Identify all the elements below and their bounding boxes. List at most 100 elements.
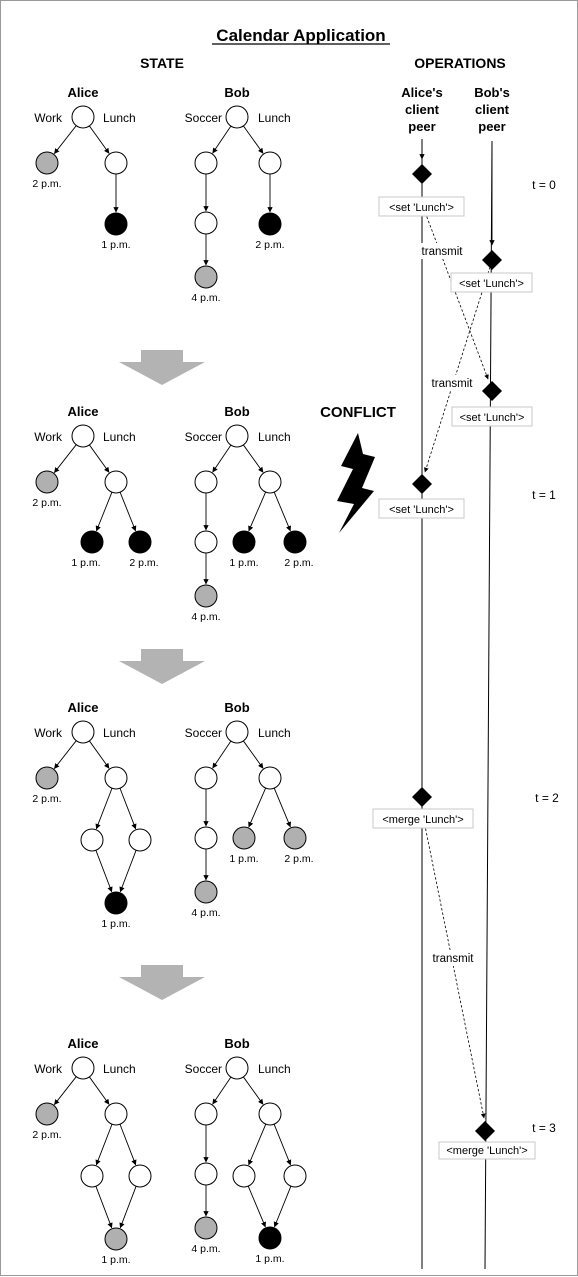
bob-root-node bbox=[225, 1056, 249, 1080]
tree-edge bbox=[54, 125, 77, 154]
operation-diamond bbox=[475, 1121, 495, 1141]
tree-edge bbox=[95, 492, 113, 532]
bob-lunch-leaf bbox=[258, 1226, 282, 1250]
bob-soccer-node bbox=[194, 151, 218, 175]
tree-edge bbox=[248, 491, 267, 532]
bob-lunch-branch-node bbox=[232, 1164, 256, 1188]
alice-work-label: Work bbox=[34, 430, 63, 444]
bob-soccer-node bbox=[194, 766, 218, 790]
transmit-label-bg bbox=[419, 243, 465, 259]
bob-name: Bob bbox=[224, 700, 249, 715]
alice-lunch-node bbox=[104, 1102, 128, 1126]
tree-edge bbox=[212, 444, 232, 473]
tree-edge bbox=[95, 788, 113, 830]
bob-name: Bob bbox=[224, 404, 249, 419]
alice-lunch-leaf bbox=[104, 1227, 128, 1251]
tree-edge bbox=[119, 850, 137, 893]
alice-work-time: 2 p.m. bbox=[32, 1129, 61, 1141]
lightning-icon bbox=[337, 433, 375, 533]
tree-edge bbox=[273, 491, 292, 532]
bob-lunch-time: 1 p.m. bbox=[255, 1253, 284, 1265]
tree-edge bbox=[54, 444, 77, 473]
bob-soccer-label: Soccer bbox=[185, 430, 222, 444]
bob-root-node bbox=[225, 424, 249, 448]
alice-lunch-time: 1 p.m. bbox=[101, 918, 130, 930]
transmit-label: transmit bbox=[433, 953, 475, 965]
transmit-label-bg bbox=[430, 950, 476, 966]
tree-edge bbox=[243, 444, 264, 473]
tree-edge bbox=[243, 125, 264, 154]
bob-lunch-leaf bbox=[283, 530, 307, 554]
bob-soccer-leaf bbox=[194, 584, 218, 608]
alice-work-time: 2 p.m. bbox=[32, 178, 61, 190]
bob-peer-label-2: client bbox=[475, 102, 510, 117]
tree-edge bbox=[89, 1076, 110, 1105]
tree-edge bbox=[273, 787, 292, 828]
alice-work-time: 2 p.m. bbox=[32, 793, 61, 805]
transmit-label-bg bbox=[429, 375, 475, 391]
operation-diamond bbox=[482, 250, 502, 270]
bob-soccer-time: 4 p.m. bbox=[191, 907, 220, 919]
tree-edge bbox=[54, 740, 77, 769]
operation-box bbox=[451, 406, 533, 427]
alice-lunch-time: 1 p.m. bbox=[71, 557, 100, 569]
bob-lunch-node bbox=[258, 151, 282, 175]
bob-soccer-leaf bbox=[194, 265, 218, 289]
bob-soccer-node bbox=[194, 1102, 218, 1126]
tree-edge bbox=[95, 850, 113, 893]
operation-label: <set 'Lunch'> bbox=[389, 504, 454, 516]
tree-edge bbox=[54, 1076, 77, 1105]
operations-flow: transmit transmit transmit <set 'Lunch'> <se… bbox=[372, 141, 559, 1160]
transmit-label: transmit bbox=[422, 246, 464, 258]
operation-diamond bbox=[412, 787, 432, 807]
bob-soccer-node bbox=[194, 530, 218, 554]
operation-box bbox=[450, 272, 533, 293]
stage-arrow-3 bbox=[119, 965, 205, 1000]
alice-work-label: Work bbox=[34, 1062, 63, 1076]
alice-root-node bbox=[71, 720, 95, 744]
tree-edge bbox=[243, 1076, 264, 1105]
bob-soccer-node bbox=[194, 211, 218, 235]
operation-box bbox=[378, 498, 465, 519]
operation-label: <merge 'Lunch'> bbox=[382, 814, 463, 826]
alice-lunch-time: 1 p.m. bbox=[101, 1254, 130, 1266]
alice-lunch-branch-node bbox=[80, 1164, 104, 1188]
tree-edge bbox=[212, 125, 232, 154]
bob-soccer-node bbox=[194, 826, 218, 850]
operation-diamond bbox=[482, 381, 502, 401]
alice-lunch-time: 1 p.m. bbox=[101, 239, 130, 251]
operation-label: <set 'Lunch'> bbox=[459, 278, 524, 290]
operation-box bbox=[378, 196, 465, 217]
tree-edge bbox=[248, 787, 267, 828]
bob-lunch-time: 2 p.m. bbox=[284, 853, 313, 865]
alice-lunch-node bbox=[104, 151, 128, 175]
bob-lunch-branch-node bbox=[283, 1164, 307, 1188]
alice-lunch-leaf bbox=[80, 530, 104, 554]
state-heading: STATE bbox=[140, 55, 184, 71]
alice-lunch-branch-node bbox=[80, 828, 104, 852]
transmit-label: transmit bbox=[432, 378, 474, 390]
alice-peer-label-1: Alice's bbox=[401, 85, 442, 100]
tree-edge bbox=[273, 1124, 292, 1166]
alice-root-node bbox=[71, 105, 95, 129]
bob-soccer-time: 4 p.m. bbox=[191, 611, 220, 623]
alice-work-label: Work bbox=[34, 726, 63, 740]
bob-soccer-label: Soccer bbox=[185, 1062, 222, 1076]
tree-edge bbox=[248, 1123, 267, 1166]
alice-lunch-label: Lunch bbox=[103, 726, 136, 740]
bob-name: Bob bbox=[224, 85, 249, 100]
alice-lunch-leaf bbox=[128, 530, 152, 554]
bob-soccer-label: Soccer bbox=[185, 111, 222, 125]
tree-edge bbox=[119, 788, 137, 830]
tree-edge bbox=[212, 1076, 232, 1105]
alice-name: Alice bbox=[67, 404, 98, 419]
alice-root-node bbox=[71, 424, 95, 448]
bob-soccer-time: 4 p.m. bbox=[191, 292, 220, 304]
tree-edge bbox=[119, 1186, 137, 1229]
bob-soccer-node bbox=[194, 470, 218, 494]
